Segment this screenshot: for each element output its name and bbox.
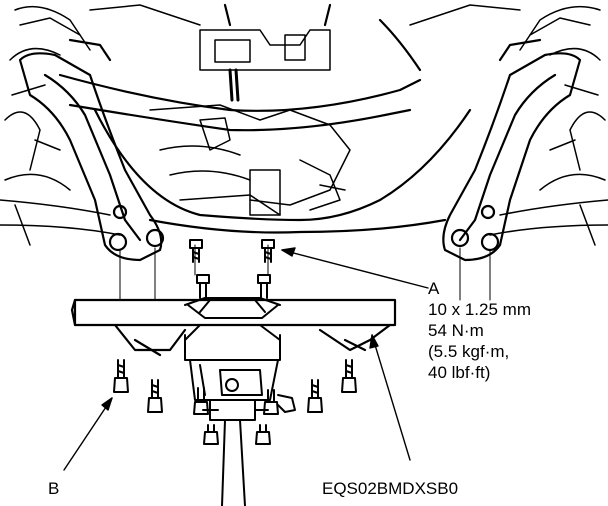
jack-adapter [184, 297, 296, 506]
torque-spec-line-1: 10 x 1.25 mm [428, 300, 531, 319]
front-subframe [18, 3, 582, 262]
bolt-b-mid-right [263, 389, 279, 415]
bolt-b-center-left [203, 424, 219, 445]
torque-spec-line-4: 40 lbf·ft) [428, 363, 491, 382]
callout-b-letter: B [48, 479, 60, 498]
bolt-b-mid-left [193, 387, 209, 415]
torque-spec-line-2: 54 N·m [428, 321, 484, 340]
bolt-b-left [147, 379, 163, 413]
callout-a: A 10 x 1.25 mm 54 N·m (5.5 kgf·m, 40 lbf… [428, 278, 531, 383]
bolt-b-right [307, 379, 323, 413]
leader-line-b [63, 397, 113, 471]
stud-right [257, 274, 271, 299]
leader-line-crossbar [369, 334, 411, 461]
bolt-b-far-right [341, 359, 357, 393]
bolt-b-far-left [113, 359, 129, 393]
engine-bay-background [0, 4, 608, 246]
alignment-lines [119, 244, 491, 301]
bolt-a-right [261, 239, 275, 263]
bolt-b-center-right [255, 424, 271, 445]
bolt-a-left [189, 239, 203, 263]
stud-left [196, 274, 210, 299]
jack-crossbar [70, 298, 397, 357]
callout-a-letter: A [428, 279, 440, 298]
torque-spec-line-3: (5.5 kgf·m, [428, 342, 510, 361]
figure-code: EQS02BMDXSB0 [322, 479, 459, 498]
leader-line-a [281, 247, 429, 289]
